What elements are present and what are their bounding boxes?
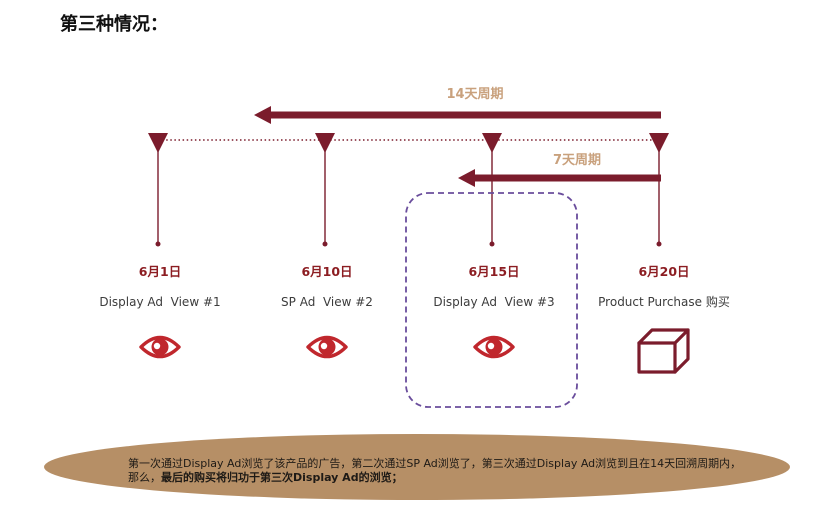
- event-marker-4: [649, 133, 669, 247]
- eye-highlight: [487, 342, 495, 350]
- eye-outline: [306, 335, 348, 359]
- event-marker-2: [315, 133, 335, 247]
- timeline-event-4: 6月20日 Product Purchase 购买: [579, 262, 749, 374]
- summary-text: 第一次通过Display Ad浏览了该产品的广告，第二次通过SP Ad浏览了，第…: [128, 457, 743, 485]
- marker-triangle: [148, 133, 168, 153]
- page-title: 第三种情况：: [60, 14, 168, 35]
- timeline-event-3: 6月15日 Display Ad View #3: [409, 262, 579, 361]
- period-arrow-7-day: [458, 169, 661, 187]
- eye-icon: [306, 335, 348, 359]
- marker-dot: [322, 241, 328, 247]
- summary-text-bold: 最后的购买将归功于第三次Display Ad的浏览；: [161, 471, 403, 484]
- marker-triangle: [315, 133, 335, 153]
- timeline-event-1: 6月1日 Display Ad View #1: [75, 262, 245, 361]
- summary-text-normal: 第一次通过Display Ad浏览了该产品的广告，第二次通过SP Ad浏览了，第…: [128, 457, 742, 484]
- eye-outline: [473, 335, 515, 359]
- event-date: 6月10日: [301, 264, 353, 279]
- eye-outline: [139, 335, 181, 359]
- box-side-face: [673, 328, 690, 374]
- event-date: 6月20日: [638, 264, 690, 279]
- marker-dot: [656, 241, 662, 247]
- timeline-event-2: 6月10日 SP Ad View #2: [242, 262, 412, 361]
- period-label-14-day: 14天周期: [446, 87, 504, 102]
- event-label: SP Ad View #2: [281, 295, 373, 309]
- eye-icon: [473, 335, 515, 359]
- box-front-face: [637, 341, 677, 374]
- arrow-head: [254, 106, 271, 124]
- arrow-head: [458, 169, 475, 187]
- event-marker-3: [482, 133, 502, 247]
- eye-icon: [139, 335, 181, 359]
- event-date: 6月1日: [138, 264, 182, 279]
- summary-ellipse: [44, 434, 790, 500]
- eye-highlight: [320, 342, 328, 350]
- marker-dot: [155, 241, 161, 247]
- event-marker-1: [148, 133, 168, 247]
- box-top-face: [637, 328, 690, 345]
- box-icon: [637, 328, 690, 374]
- event-label: Display Ad View #3: [433, 295, 555, 309]
- marker-triangle: [482, 133, 502, 153]
- eye-highlight: [153, 342, 161, 350]
- event-label: Product Purchase 购买: [598, 295, 730, 309]
- period-label-7-day: 7天周期: [552, 153, 602, 168]
- event-date: 6月15日: [468, 264, 520, 279]
- period-arrow-14-day: [254, 106, 661, 124]
- marker-dot: [489, 241, 495, 247]
- highlight-frame: [405, 192, 578, 408]
- marker-triangle: [649, 133, 669, 153]
- event-label: Display Ad View #1: [99, 295, 221, 309]
